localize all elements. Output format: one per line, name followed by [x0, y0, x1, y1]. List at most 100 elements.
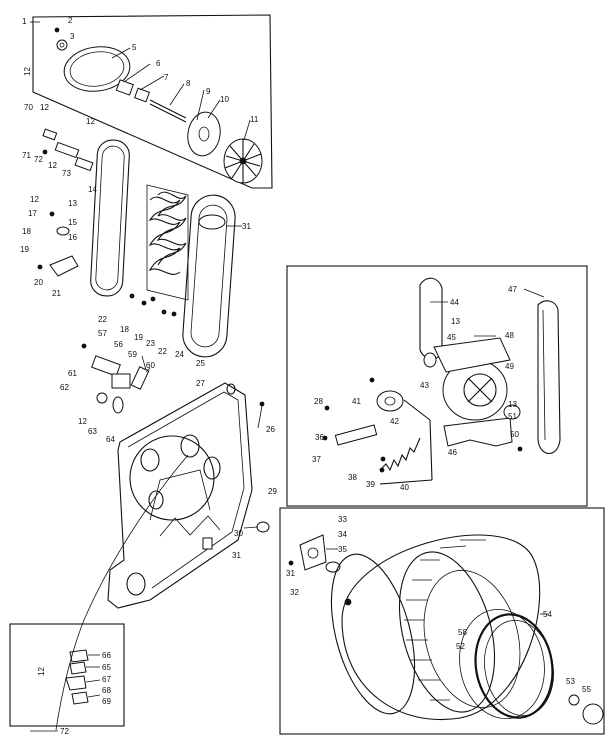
callout-16: 16 [68, 233, 77, 242]
callout-66: 66 [102, 651, 111, 660]
callout-17: 17 [28, 209, 37, 218]
callout-12g: 12 [37, 667, 46, 676]
callout-22a: 22 [98, 315, 107, 324]
blower-assembly-inset [32, 14, 273, 189]
callout-41: 41 [352, 397, 361, 406]
callout-49: 49 [505, 362, 514, 371]
blower-impeller-part [223, 138, 263, 184]
callout-20: 20 [34, 278, 43, 287]
callout-51: 51 [508, 412, 517, 421]
wire-harness-line [55, 454, 189, 731]
callout-22b: 22 [158, 347, 167, 356]
callout-44: 44 [450, 298, 459, 307]
callout-71: 71 [22, 151, 31, 160]
callout-47: 47 [508, 285, 517, 294]
exhaust-duct-part [182, 194, 236, 358]
callout-46: 46 [448, 448, 457, 457]
drive-belt-part [90, 139, 130, 297]
callout-26: 26 [266, 425, 275, 434]
callout-42: 42 [390, 417, 399, 426]
callout-10: 10 [220, 95, 229, 104]
callout-13: 13 [68, 199, 77, 208]
callout-39: 39 [366, 480, 375, 489]
callout-32: 32 [290, 588, 299, 597]
callout-55: 55 [582, 685, 591, 694]
callout-31b: 31 [232, 551, 241, 560]
callout-31c: 31 [286, 569, 295, 578]
callout-12f: 12 [78, 417, 87, 426]
callout-54: 54 [543, 610, 552, 619]
callout-72: 72 [34, 155, 43, 164]
callout-2: 2 [68, 16, 73, 25]
callout-6: 6 [156, 59, 161, 68]
callout-12d: 12 [48, 161, 57, 170]
callout-21: 21 [52, 289, 61, 298]
callout-15: 15 [68, 218, 77, 227]
callout-57: 57 [98, 329, 107, 338]
callout-7: 7 [164, 73, 169, 82]
drum-assembly-inset [279, 507, 605, 735]
callout-38: 38 [348, 473, 357, 482]
callout-18b: 18 [120, 325, 129, 334]
callout-60: 60 [146, 361, 155, 370]
callout-12a: 12 [23, 67, 32, 76]
callout-65: 65 [102, 663, 111, 672]
callout-48: 48 [505, 331, 514, 340]
callout-63: 63 [88, 427, 97, 436]
callout-61: 61 [68, 369, 77, 378]
callout-56: 56 [114, 340, 123, 349]
callout-29: 29 [268, 487, 277, 496]
callout-12e: 12 [30, 195, 39, 204]
callout-72b: 72 [60, 727, 69, 736]
callout-68: 68 [102, 686, 111, 695]
callout-12b: 12 [40, 103, 49, 112]
callout-62: 62 [60, 383, 69, 392]
motor-assembly-inset [286, 265, 588, 507]
door-switch-parts [81, 343, 150, 414]
callout-33: 33 [338, 515, 347, 524]
callout-3: 3 [70, 32, 75, 41]
callout-5: 5 [132, 43, 137, 52]
callout-24: 24 [175, 350, 184, 359]
callout-37: 37 [312, 455, 321, 464]
callout-30: 30 [234, 529, 243, 538]
callout-35: 35 [338, 545, 347, 554]
callout-28: 28 [314, 397, 323, 406]
callout-40: 40 [400, 483, 409, 492]
callout-9: 9 [206, 87, 211, 96]
callout-52: 52 [456, 642, 465, 651]
callout-27: 27 [196, 379, 205, 388]
callout-labels: 1 2 3 5 6 7 8 9 10 11 12 70 12 12 71 72 … [20, 16, 591, 736]
heater-element-part [146, 184, 189, 301]
callout-23: 23 [146, 339, 155, 348]
callout-64: 64 [106, 435, 115, 444]
callout-53: 53 [566, 677, 575, 686]
callout-43: 43 [420, 381, 429, 390]
callout-69: 69 [102, 697, 111, 706]
callout-14: 14 [88, 185, 97, 194]
callout-13b: 13 [451, 317, 460, 326]
callout-67: 67 [102, 675, 111, 684]
callout-19: 19 [20, 245, 29, 254]
callout-34: 34 [338, 530, 347, 539]
callout-70: 70 [24, 103, 33, 112]
callout-18: 18 [22, 227, 31, 236]
callout-13c: 13 [508, 400, 517, 409]
callout-12c: 12 [86, 117, 95, 126]
callout-58: 58 [458, 628, 467, 637]
callout-36: 36 [315, 433, 324, 442]
callout-59: 59 [128, 350, 137, 359]
callout-1: 1 [22, 17, 27, 26]
leader-lines [111, 47, 548, 615]
left-brackets [37, 128, 94, 277]
callout-25: 25 [196, 359, 205, 368]
callout-11: 11 [250, 115, 259, 124]
callout-8: 8 [186, 79, 191, 88]
callout-73: 73 [62, 169, 71, 178]
harness-parts-inset [9, 623, 125, 727]
callout-31a: 31 [242, 222, 251, 231]
callout-50: 50 [510, 430, 519, 439]
callout-45: 45 [447, 333, 456, 342]
fasteners [129, 293, 177, 317]
